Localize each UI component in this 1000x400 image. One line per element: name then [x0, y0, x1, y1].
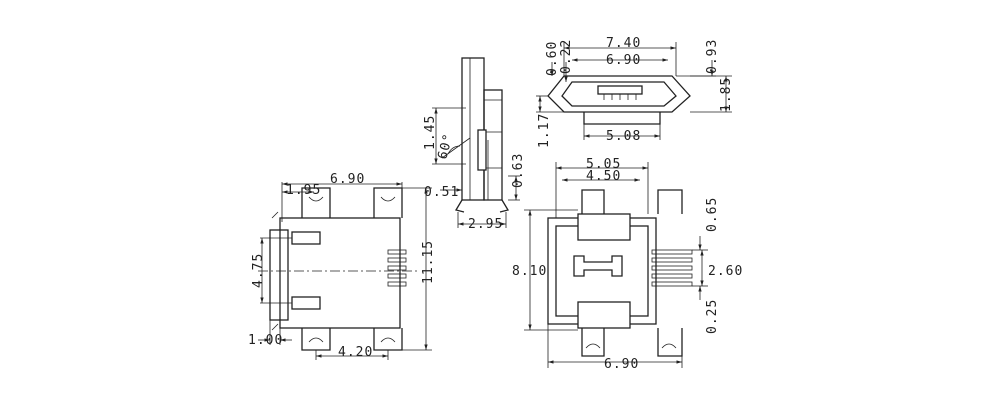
- dim-front-outer: 7.40: [606, 36, 641, 51]
- dim-front-side: 0.93: [705, 39, 720, 74]
- bottom-view-pins: [387, 249, 407, 287]
- dim-front-bottom: 5.08: [606, 129, 641, 144]
- dim-top-pin-span: 2.60: [708, 264, 743, 279]
- top-view-tab-top-left: [581, 189, 605, 214]
- top-view-tab-bottom-left: [581, 328, 605, 357]
- dim-top-pin-width: 0.25: [705, 299, 720, 334]
- side-view-shell: [461, 57, 485, 201]
- dim-bottom-pin-span: 4.75: [251, 253, 266, 288]
- top-view-slot: [573, 255, 623, 277]
- dim-bottom-height: 11.15: [421, 240, 436, 284]
- bottom-view-front-lip: [269, 229, 289, 321]
- bottom-view-post-top: [291, 231, 321, 245]
- dim-top-height: 8.10: [512, 264, 547, 279]
- dim-side-angle: 60°: [435, 132, 456, 161]
- top-view-tab-bottom-right: [657, 328, 683, 357]
- dim-side-foot: 2.95: [468, 217, 503, 232]
- dim-top-pad-inner: 4.50: [586, 169, 621, 184]
- top-view-pad-top: [577, 213, 631, 241]
- dim-bottom-width: 6.90: [330, 172, 365, 187]
- dim-top-width: 6.90: [604, 357, 639, 372]
- dim-bottom-flange: 1.00: [248, 333, 283, 348]
- bottom-view-tab-bottom-right: [373, 328, 403, 351]
- dim-bottom-tab-offset: 1.95: [286, 183, 321, 198]
- bottom-view-tab-bottom-left: [301, 328, 331, 351]
- bottom-view-tab-top-left: [301, 187, 331, 218]
- dim-front-inner: 6.90: [606, 53, 641, 68]
- top-view-tab-top-right: [657, 189, 683, 214]
- top-view-pad-bottom: [577, 301, 631, 329]
- top-view: 5.05 4.50 8.10 0.65 2.60 0.25 6.90: [512, 157, 743, 372]
- front-view: 7.40 6.90 0.60 0.22 0.93 1.85 1.17 5.08: [536, 36, 734, 148]
- bottom-view-tab-top-right: [373, 187, 403, 218]
- top-view-pins: [651, 249, 693, 287]
- side-view-body: [483, 89, 503, 201]
- dim-side-thickness: 0.51: [424, 185, 459, 200]
- dim-front-lip-top: 0.60: [545, 41, 560, 76]
- front-view-tongue: [597, 85, 643, 95]
- dim-side-height: 1.45: [423, 115, 438, 150]
- dim-front-height: 1.85: [719, 77, 734, 112]
- dim-side-offset: 0.63: [511, 153, 526, 188]
- dim-front-base-offset: 1.17: [537, 113, 552, 148]
- dim-top-pad-span: 5.05: [586, 157, 621, 172]
- side-view: 1.45 60° 0.51 0.63 2.95: [423, 57, 526, 232]
- dim-bottom-tab-spacing: 4.20: [338, 345, 373, 360]
- bottom-view-post-bottom: [291, 296, 321, 310]
- bottom-view-body: [279, 217, 401, 329]
- dim-front-lip-inner: 0.22: [559, 39, 574, 74]
- front-view-base: [583, 112, 661, 125]
- dim-top-pin-pitch: 0.65: [705, 197, 720, 232]
- bottom-view: 6.90 1.95 11.15 4.75 1.00 4.20: [248, 172, 436, 360]
